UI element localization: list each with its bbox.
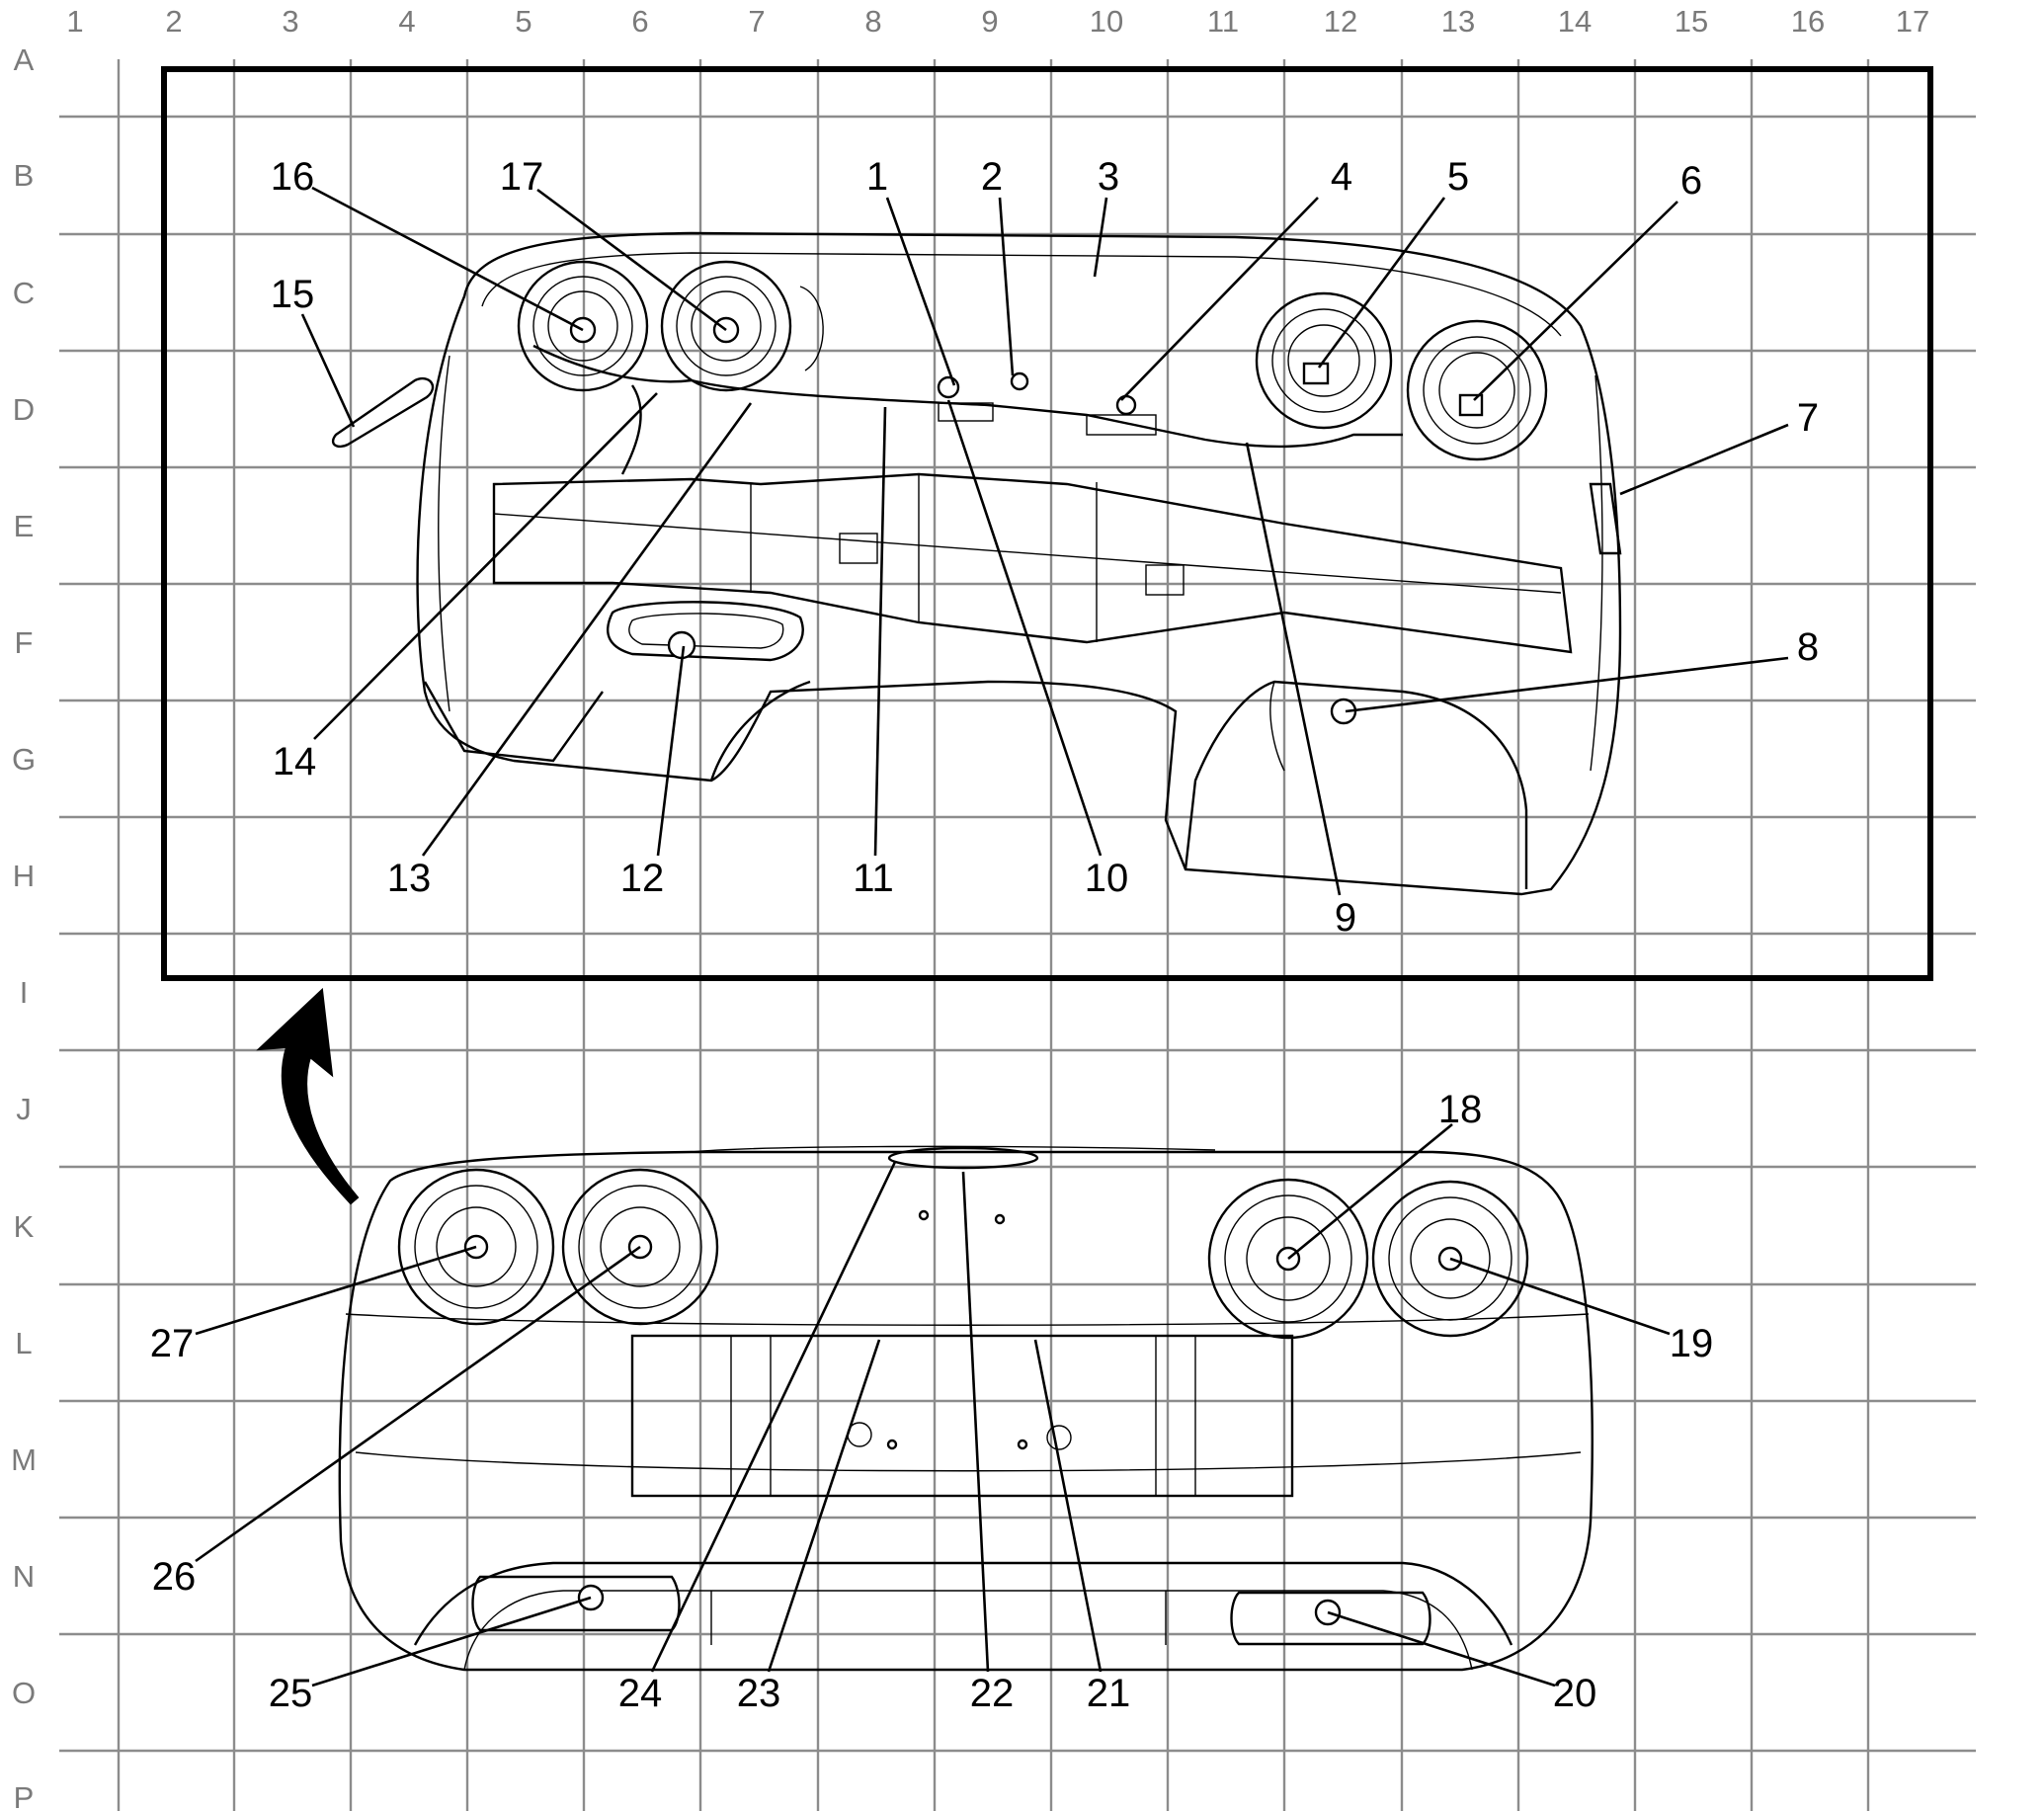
grid-row-label: B <box>14 158 35 193</box>
callout-number-22: 22 <box>970 1672 1015 1715</box>
grid-column-label: 5 <box>515 4 531 39</box>
grid-column-label: 17 <box>1896 4 1929 39</box>
callout-leader-7 <box>1619 423 1789 496</box>
callout-number-2: 2 <box>981 155 1003 199</box>
grid-column-label: 2 <box>165 4 182 39</box>
callout-leader-15 <box>300 313 356 428</box>
callout-leader-1 <box>885 197 956 386</box>
grid-column-label: 12 <box>1324 4 1357 39</box>
grid-column-label: 8 <box>864 4 881 39</box>
callout-number-20: 20 <box>1553 1672 1597 1715</box>
grid-row-labels: A B C D E F G H I J K L M N O P <box>11 42 37 1811</box>
callout-number-10: 10 <box>1085 857 1129 900</box>
callout-leader-18 <box>1287 1122 1453 1261</box>
grid-column-label: 16 <box>1791 4 1825 39</box>
callout-number-19: 19 <box>1670 1322 1714 1365</box>
grid-row-label: H <box>13 859 35 893</box>
grid-column-label: 3 <box>282 4 298 39</box>
callout-number-25: 25 <box>269 1672 313 1715</box>
callout-number-5: 5 <box>1447 155 1469 199</box>
grid-row-label: K <box>14 1209 35 1244</box>
callout-leader-4 <box>1120 197 1319 401</box>
callout-leader-10 <box>946 399 1103 857</box>
callout-leader-22 <box>961 1171 990 1673</box>
rear-view-drawing <box>338 1145 1594 1672</box>
callout-leader-6 <box>1473 201 1678 401</box>
grid-column-label: 7 <box>748 4 765 39</box>
callout-number-14: 14 <box>273 740 317 783</box>
callout-number-13: 13 <box>387 857 432 900</box>
callout-number-1: 1 <box>866 155 888 199</box>
grid-row-label: E <box>14 509 35 543</box>
callout-number-27: 27 <box>150 1322 195 1365</box>
grid-row-label: O <box>12 1676 36 1710</box>
callout-leader-9 <box>1245 442 1342 896</box>
underside-view-drawing <box>331 231 1622 896</box>
callout-number-26: 26 <box>152 1555 197 1599</box>
grid-column-label: 4 <box>398 4 415 39</box>
callout-leader-19 <box>1449 1257 1671 1336</box>
callout-leader-21 <box>1033 1339 1103 1673</box>
callout-leader-16 <box>311 186 584 332</box>
callout-number-11: 11 <box>853 857 894 900</box>
callout-number-8: 8 <box>1797 625 1819 669</box>
grid-row-label: J <box>16 1092 32 1126</box>
reference-grid <box>59 59 1976 1811</box>
callout-leader-8 <box>1345 656 1789 713</box>
callout-leader-25 <box>311 1596 592 1688</box>
callout-leader-2 <box>998 197 1015 376</box>
callout-number-4: 4 <box>1331 155 1352 199</box>
callout-leader-11 <box>873 406 887 857</box>
callout-leader-3 <box>1093 197 1108 278</box>
callout-number-9: 9 <box>1335 896 1356 940</box>
rotate-arrow-icon <box>256 987 360 1205</box>
callout-leader-14 <box>313 392 658 740</box>
grid-column-label: 1 <box>66 4 83 39</box>
grid-row-label: M <box>11 1442 37 1477</box>
grid-row-label: L <box>15 1326 32 1360</box>
callout-leader-26 <box>195 1245 641 1563</box>
callout-number-16: 16 <box>271 155 315 199</box>
callout-number-21: 21 <box>1087 1672 1131 1715</box>
callout-number-24: 24 <box>618 1672 663 1715</box>
grid-row-label: D <box>13 392 35 427</box>
callout-leader-13 <box>421 402 753 857</box>
grid-column-label: 10 <box>1090 4 1123 39</box>
callout-leader-20 <box>1327 1610 1556 1688</box>
grid-column-label: 6 <box>631 4 648 39</box>
callout-leader-24 <box>650 1161 897 1673</box>
grid-row-label: N <box>13 1559 35 1594</box>
grid-row-label: P <box>14 1780 35 1811</box>
grid-column-label: 13 <box>1441 4 1475 39</box>
callout-leader-12 <box>656 645 686 857</box>
grid-column-label: 14 <box>1558 4 1592 39</box>
grid-row-label: F <box>15 625 34 660</box>
grid-column-label: 11 <box>1207 4 1239 39</box>
callout-number-17: 17 <box>500 155 544 199</box>
callout-number-23: 23 <box>737 1672 781 1715</box>
grid-row-label: C <box>13 276 35 310</box>
callout-number-12: 12 <box>620 857 665 900</box>
callout-number-7: 7 <box>1797 396 1819 440</box>
grid-column-label: 9 <box>981 4 998 39</box>
callout-number-15: 15 <box>271 273 315 316</box>
grid-row-label: A <box>14 42 35 77</box>
grid-row-label: I <box>20 975 29 1010</box>
callout-number-6: 6 <box>1680 159 1702 203</box>
grid-column-label: 15 <box>1675 4 1708 39</box>
callout-leader-17 <box>536 188 727 332</box>
callout-number-18: 18 <box>1438 1088 1483 1131</box>
inset-frame <box>161 66 1933 981</box>
callout-leaders <box>195 186 1789 1688</box>
callout-leader-27 <box>195 1245 477 1336</box>
callout-number-3: 3 <box>1098 155 1119 199</box>
grid-row-label: G <box>12 742 36 777</box>
callout-leader-5 <box>1317 197 1446 369</box>
callout-leader-23 <box>767 1339 881 1673</box>
